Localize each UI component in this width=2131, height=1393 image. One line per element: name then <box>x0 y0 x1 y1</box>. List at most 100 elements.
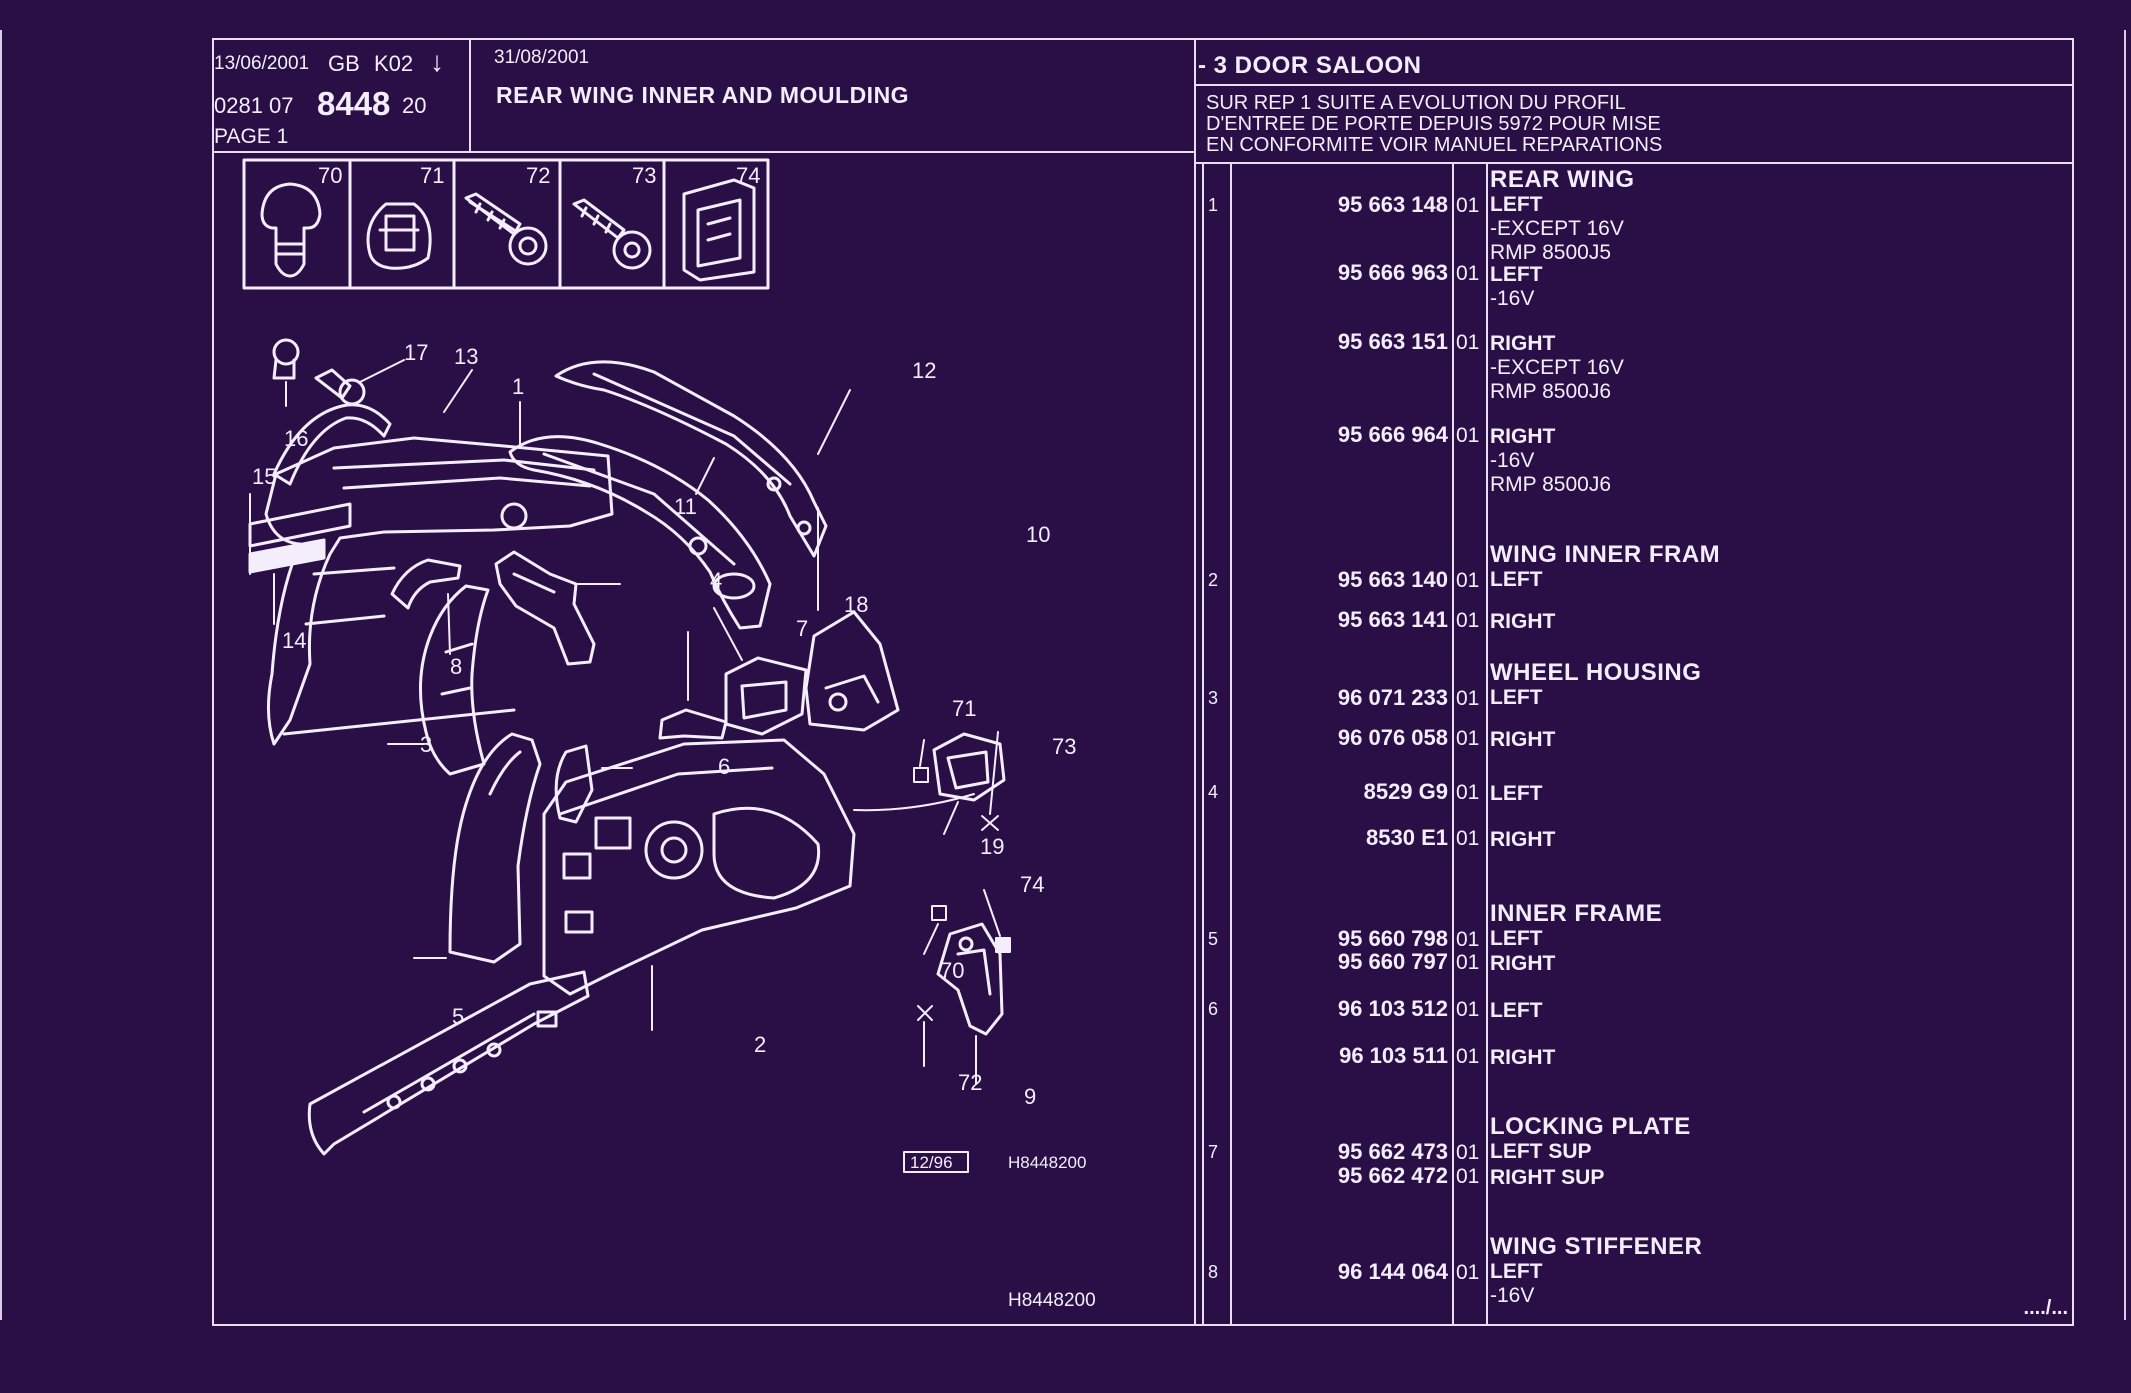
part-number: 95 666 964 <box>1337 422 1448 447</box>
part-ref: 2 <box>1208 570 1219 590</box>
callout-7: 7 <box>796 616 808 641</box>
callout-17: 17 <box>404 340 428 365</box>
part-description: RIGHT SUP <box>1490 1165 1604 1188</box>
callout-1: 1 <box>512 374 524 399</box>
part-side: LEFT <box>1490 263 1543 286</box>
fastener-label-70: 70 <box>318 163 342 188</box>
part-group-title: WHEEL HOUSING <box>1490 659 1702 686</box>
callout-14: 14 <box>282 628 306 653</box>
part-group-title: LOCKING PLATE <box>1490 1113 1691 1140</box>
part-qty: 01 <box>1456 951 1480 974</box>
part-10-bracket <box>804 507 900 732</box>
fastener-label-73: 73 <box>632 163 656 188</box>
page-title: REAR WING INNER AND MOULDING <box>496 82 910 108</box>
part-description: RIGHT <box>1490 727 1555 750</box>
part-ref: 5 <box>1208 929 1219 949</box>
column-divider-qty-left <box>1452 164 1454 1326</box>
part-side: RIGHT <box>1490 828 1556 851</box>
part-side: RIGHT <box>1490 952 1556 975</box>
column-divider-ref <box>1230 164 1232 1326</box>
part-3-wheel-housing <box>387 584 490 776</box>
part-note: -16V <box>1490 287 1535 310</box>
header-lang: GB <box>328 51 360 76</box>
part-ref: 4 <box>1208 782 1219 802</box>
callout-70: 70 <box>940 958 964 983</box>
part-description: LEFT <box>1490 998 1543 1021</box>
header-divider-notes <box>1196 162 2074 164</box>
header-divider-left <box>214 151 1194 153</box>
column-divider-qty-right <box>1486 164 1488 1326</box>
part-side: LEFT <box>1490 782 1543 805</box>
callout-73: 73 <box>1052 734 1076 759</box>
part-5-inner-frame <box>413 732 542 964</box>
part-side: LEFT SUP <box>1490 1140 1592 1163</box>
part-number: 95 663 151 <box>1337 329 1448 354</box>
callout-6: 6 <box>718 754 730 779</box>
part-qty: 01 <box>1456 1165 1480 1188</box>
scan-edge-right <box>2124 30 2126 1320</box>
part-group-title: WING STIFFENER <box>1490 1233 1703 1260</box>
part-13-arch-moulding <box>272 403 392 486</box>
part-7-locking-plate <box>658 631 728 740</box>
part-number: 96 103 511 <box>1339 1043 1448 1068</box>
part-qty: 01 <box>1456 609 1480 632</box>
header-page: PAGE 1 <box>214 125 289 148</box>
callout-18: 18 <box>844 592 868 617</box>
part-qty: 01 <box>1456 569 1480 592</box>
part-number: 8530 E1 <box>1366 825 1448 850</box>
date-box-text: 12/96 <box>910 1153 953 1172</box>
part-19-cable <box>853 732 1006 835</box>
part-ref: 1 <box>1208 195 1219 215</box>
part-16-17-fasteners <box>272 338 405 407</box>
callout-71: 71 <box>952 696 976 721</box>
part-side: RIGHT <box>1490 332 1556 355</box>
callout-4: 4 <box>710 568 722 593</box>
note-line-2: D'ENTREE DE PORTE DEPUIS 5972 POUR MISE <box>1206 113 1661 135</box>
part-number: 96 071 233 <box>1337 685 1448 710</box>
fastener-72-icon <box>464 192 548 266</box>
part-ref: 3 <box>1208 688 1219 708</box>
part-side: RIGHT <box>1490 728 1556 751</box>
date-box <box>903 1151 969 1173</box>
part-side: LEFT <box>1490 999 1543 1022</box>
part-group-title: INNER FRAME <box>1490 900 1663 927</box>
callout-9: 9 <box>1024 1084 1036 1109</box>
part-description: RIGHT <box>1490 1045 1555 1068</box>
small-clips <box>913 731 999 831</box>
part-11-inner-rail <box>508 435 772 630</box>
header-divider-model <box>1196 84 2074 86</box>
callout-3: 3 <box>420 732 432 757</box>
part-description: RIGHT <box>1490 951 1555 974</box>
part-description: RIGHT <box>1490 609 1555 632</box>
header-code: K02 <box>374 51 414 76</box>
callout-5: 5 <box>452 1004 464 1029</box>
part-number: 95 666 963 <box>1337 260 1448 285</box>
header-date-right: 31/08/2001 <box>494 47 590 68</box>
callout-72: 72 <box>958 1070 982 1095</box>
part-side: LEFT <box>1490 1260 1543 1283</box>
scan-edge-left <box>0 30 2 1320</box>
part-number: 95 662 472 <box>1337 1163 1448 1188</box>
callout-19: 19 <box>980 834 1004 859</box>
part-qty: 01 <box>1456 331 1480 354</box>
callout-10: 10 <box>1026 522 1050 547</box>
part-note: -16V <box>1490 449 1535 472</box>
model-label: - 3 DOOR SALOON <box>1198 52 1422 79</box>
part-number: 95 663 140 <box>1337 567 1448 592</box>
part-qty: 01 <box>1456 827 1480 850</box>
part-number: 96 144 064 <box>1337 1259 1448 1284</box>
part-qty: 01 <box>1456 998 1480 1021</box>
header-ref-suffix: 20 <box>402 93 427 118</box>
column-divider-main-2 <box>1202 164 1204 1326</box>
part-12-upper-rail <box>554 360 828 558</box>
part-14-15-moulding-strip <box>248 493 352 625</box>
callout-2: 2 <box>754 1032 766 1057</box>
part-number: 95 660 798 <box>1337 926 1448 951</box>
part-group-title: WING INNER FRAM <box>1490 541 1721 568</box>
note-line-1: SUR REP 1 SUITE A EVOLUTION DU PROFIL <box>1206 92 1626 114</box>
